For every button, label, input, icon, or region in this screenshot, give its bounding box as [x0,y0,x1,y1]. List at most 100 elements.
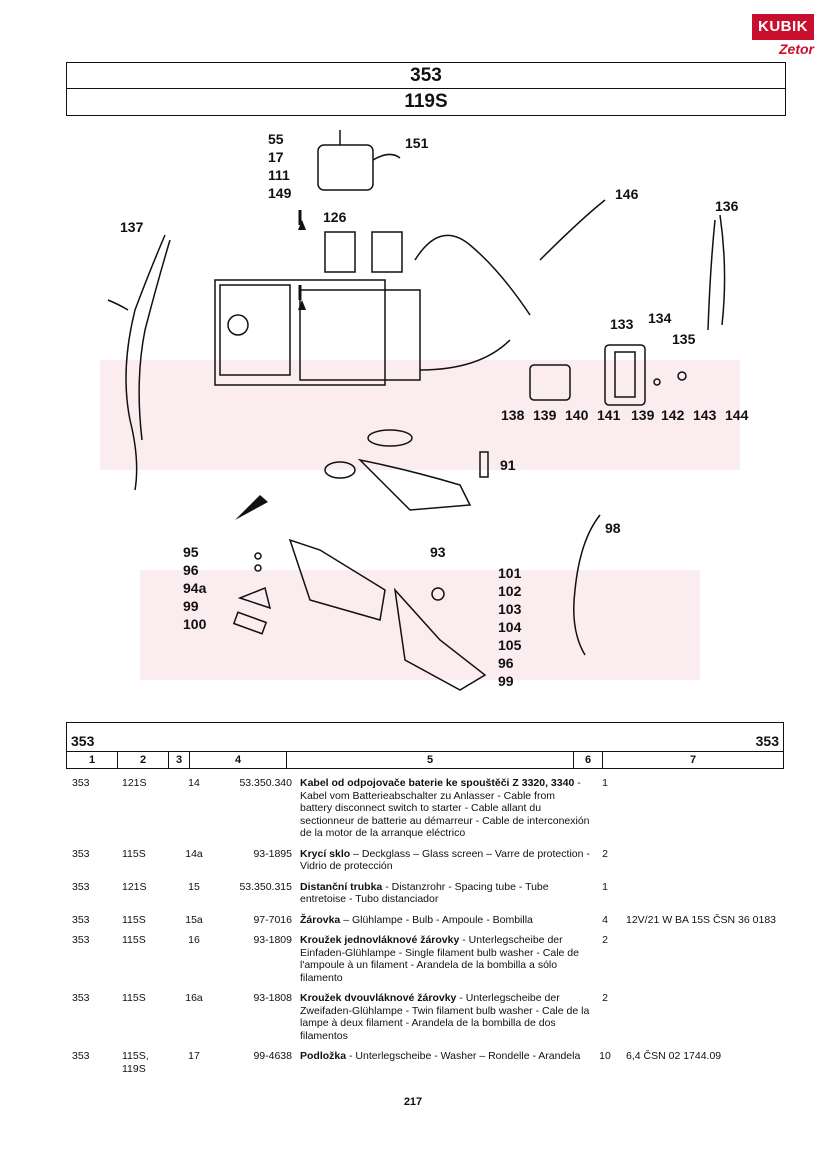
description-title: Podložka [300,1050,347,1062]
callout-139: 139 [533,407,557,423]
callout-102: 102 [498,583,522,599]
callout-94a: 94a [183,580,207,596]
cell-position: 14a [185,847,203,860]
cell-note [620,848,784,873]
callout-126: 126 [323,209,347,225]
callout-96: 96 [183,562,199,578]
cell-quantity: 2 [602,847,608,860]
description-text: - Unterlegscheibe - Washer – Rondelle - … [346,1050,581,1062]
cell-group: 353 [72,847,90,860]
callout-100: 100 [183,616,207,632]
callout-149: 149 [268,185,292,201]
page-number: 217 [403,1096,423,1108]
cell-subgroup: 121S [122,880,147,893]
cell-part-number: 53.350.340 [239,777,292,789]
cell-quantity: 10 [599,1050,611,1062]
column-header-6: 6 [573,752,602,768]
column-header-1: 1 [88,754,96,766]
callout-143: 143 [693,407,717,423]
cell-part-number: 53.350.315 [239,880,292,893]
callout-135: 135 [672,331,696,347]
callout-99: 99 [183,598,199,614]
cell-group: 353 [72,777,90,789]
cell-group: 353 [72,880,90,893]
table-row: 353 121S 14 53.350.340 Kabel od odpojovače b… [66,777,784,840]
cell-description: Distanční trubka - Distanzrohr - Spacing… [300,881,590,906]
column-header-2: 2 [117,752,168,768]
cell-description: Kroužek jednovláknové žárovky - Unterleg… [300,934,590,984]
description-title: Kroužek dvouvláknové žárovky [300,992,457,1004]
callout-139b: 139 [631,407,655,423]
callout-144: 144 [725,407,749,423]
callout-91: 91 [500,457,516,473]
parts-table-body: 353 121S 14 53.350.340 Kabel od odpojovače b… [66,777,784,1075]
description-title: Distanční trubka [300,880,383,893]
cell-part-number: 97-7016 [253,913,292,926]
callout-55: 55 [268,131,284,147]
cell-quantity: 2 [602,934,608,946]
cell-group: 353 [72,992,90,1004]
cell-quantity: 1 [602,880,608,893]
cell-note [620,777,784,840]
cell-description: Podložka - Unterlegscheibe - Washer – Ro… [300,1050,590,1075]
cell-part-number: 93-1895 [253,847,292,860]
cell-part-number: 93-1808 [253,992,292,1004]
cell-description: Kroužek dvouvláknové žárovky - Unterlegs… [300,992,590,1042]
callout-136: 136 [715,198,739,214]
cell-position: 14 [188,777,200,789]
group-number: 353 [410,65,442,86]
cell-note: 12V/21 W BA 15S ČSN 36 0183 [626,913,777,926]
cell-subgroup: 115S [122,992,146,1004]
kubik-zetor-logo: KUBIK Zetor [752,14,814,60]
cell-quantity: 1 [602,777,608,789]
group-label-right: 353 [755,733,779,749]
callout-151: 151 [405,135,429,151]
cell-note: 6,4 ČSN 02 1744.09 [626,1050,722,1062]
logo-kubik: KUBIK [752,14,814,40]
description-title: Krycí sklo [300,847,351,860]
cell-note [620,881,784,906]
cell-description: Krycí sklo – Deckglass – Glass screen – … [300,848,590,873]
cell-subgroup: 115S [122,913,146,926]
cell-group: 353 [72,913,90,926]
column-header-4: 4 [189,752,286,768]
callout-146: 146 [615,186,639,202]
callout-98: 98 [605,520,621,536]
callout-103: 103 [498,601,522,617]
cell-note [620,992,784,1042]
description-text: – Deckglass – Glass screen – Varre de pr… [300,847,590,873]
callout-101: 101 [498,565,522,581]
cell-position: 16a [185,992,203,1004]
callout-111: 111 [268,167,290,183]
exploded-parts-drawing: 55 17 111 149 151 126 146 137 136 133 13… [60,120,780,705]
subgroup-number: 119S [67,88,785,114]
callout-93: 93 [430,544,446,560]
callout-133: 133 [610,316,634,332]
callout-141: 141 [597,407,621,423]
description-title: Kabel od odpojovače baterie ke spouštěči [300,777,510,789]
description-text: – Glühlampe - Bulb - Ampoule - Bombilla [340,913,533,926]
cell-subgroup: 115S [122,934,146,946]
cell-group: 353 [72,934,90,946]
callout-99b: 99 [498,673,514,689]
cell-subgroup: 115S, 119S [122,1050,149,1075]
parts-illustration [100,130,740,691]
group-label-left: 353 [71,733,95,749]
description-text: - Kabel vom Batterieabschalter zu Anlass… [300,777,590,839]
column-header-5: 5 [286,752,573,768]
callout-105: 105 [498,637,522,653]
table-row: 353 115S 16a 93-1808 Kroužek dvouvláknové žá… [66,992,784,1042]
callout-142: 142 [661,407,685,423]
cell-note [620,934,784,984]
cell-subgroup: 121S [122,777,147,789]
description-title: Žárovka [300,913,341,926]
description-text: - Unterlegscheibe der Einfaden-Glühlampe… [300,934,579,984]
cell-position: 16 [188,934,200,946]
callout-17: 17 [268,149,284,165]
callout-95: 95 [183,544,199,560]
